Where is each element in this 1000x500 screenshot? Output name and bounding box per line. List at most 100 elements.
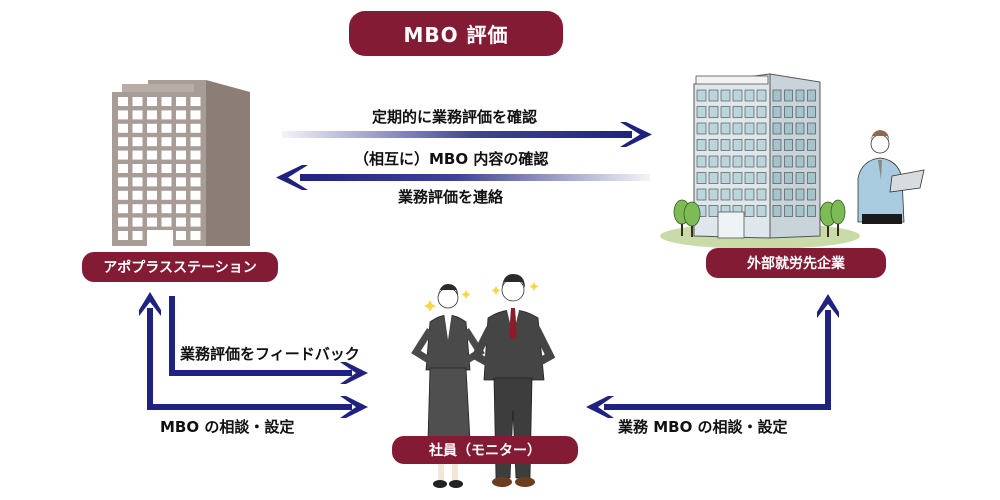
window <box>132 177 143 187</box>
window <box>147 110 157 120</box>
window <box>744 122 755 135</box>
window <box>161 137 172 147</box>
window <box>147 150 157 160</box>
window <box>807 139 816 151</box>
window <box>147 97 157 106</box>
window <box>190 110 201 120</box>
window <box>176 137 186 147</box>
window <box>772 155 782 168</box>
window <box>807 205 816 217</box>
window <box>132 190 143 200</box>
window <box>176 231 186 240</box>
window <box>161 110 172 120</box>
window <box>807 188 816 201</box>
window <box>708 89 719 102</box>
window <box>176 204 186 214</box>
window <box>732 139 743 151</box>
window <box>795 188 805 201</box>
window <box>772 188 782 201</box>
window <box>795 172 805 184</box>
window <box>696 155 707 168</box>
window <box>732 122 743 135</box>
window <box>147 217 157 227</box>
window <box>720 155 731 168</box>
window <box>744 106 755 118</box>
window <box>708 155 719 168</box>
arrow-left-mbo-right-head <box>340 396 368 418</box>
window <box>720 122 731 135</box>
window <box>696 89 707 102</box>
window <box>708 188 719 201</box>
window <box>784 205 793 217</box>
arrow-to-apoplus <box>276 165 650 190</box>
label-mutual: （相互に）MBO 内容の確認 <box>354 150 549 168</box>
window <box>118 204 128 214</box>
window <box>190 231 201 240</box>
window <box>132 164 143 173</box>
door <box>147 230 173 246</box>
window <box>161 164 172 173</box>
window <box>161 217 172 227</box>
window <box>795 89 805 102</box>
window <box>147 204 157 214</box>
businessman-laptop-icon <box>857 130 925 224</box>
window <box>161 190 172 200</box>
apoplus-label: アポプラスステーション <box>82 252 278 282</box>
window <box>795 122 805 135</box>
window <box>176 150 186 160</box>
window <box>132 97 143 106</box>
window <box>807 122 816 135</box>
window <box>132 137 143 147</box>
window <box>795 106 805 118</box>
arrow-right-mbo-up-head <box>817 294 839 318</box>
window <box>772 139 782 151</box>
window <box>161 123 172 133</box>
window <box>696 172 707 184</box>
arrow-left-mbo <box>147 308 352 410</box>
window <box>161 97 172 106</box>
arrow-to-external <box>282 122 652 147</box>
window <box>190 177 201 187</box>
window <box>176 123 186 133</box>
label-top-left: 業務評価を連絡 <box>398 188 504 206</box>
window <box>190 164 201 173</box>
window <box>132 150 143 160</box>
arrow-right-mbo-left-head <box>586 396 614 418</box>
window <box>176 164 186 173</box>
arrow-feedback <box>169 296 352 376</box>
window <box>720 172 731 184</box>
window <box>795 139 805 151</box>
window <box>118 217 128 227</box>
window <box>744 172 755 184</box>
window <box>720 139 731 151</box>
window <box>190 97 201 106</box>
window <box>807 89 816 102</box>
window <box>756 106 767 118</box>
label-left-mbo: MBO の相談・設定 <box>160 418 295 436</box>
window <box>118 231 128 240</box>
window <box>772 205 782 217</box>
window <box>784 155 793 168</box>
window <box>132 217 143 227</box>
window <box>118 164 128 173</box>
window <box>807 172 816 184</box>
window <box>708 172 719 184</box>
label-feedback: 業務評価をフィードバック <box>180 345 360 363</box>
window <box>696 106 707 118</box>
window <box>756 89 767 102</box>
window <box>161 204 172 214</box>
window <box>132 204 143 214</box>
window <box>190 137 201 147</box>
external-building-icon <box>660 73 860 249</box>
window <box>147 190 157 200</box>
arrow-right-mbo <box>604 310 831 410</box>
window <box>696 122 707 135</box>
window <box>807 155 816 168</box>
window <box>772 106 782 118</box>
window <box>720 188 731 201</box>
window <box>708 139 719 151</box>
window <box>696 188 707 201</box>
label-right-mbo: 業務 MBO の相談・設定 <box>618 418 788 436</box>
window <box>176 177 186 187</box>
window <box>772 172 782 184</box>
